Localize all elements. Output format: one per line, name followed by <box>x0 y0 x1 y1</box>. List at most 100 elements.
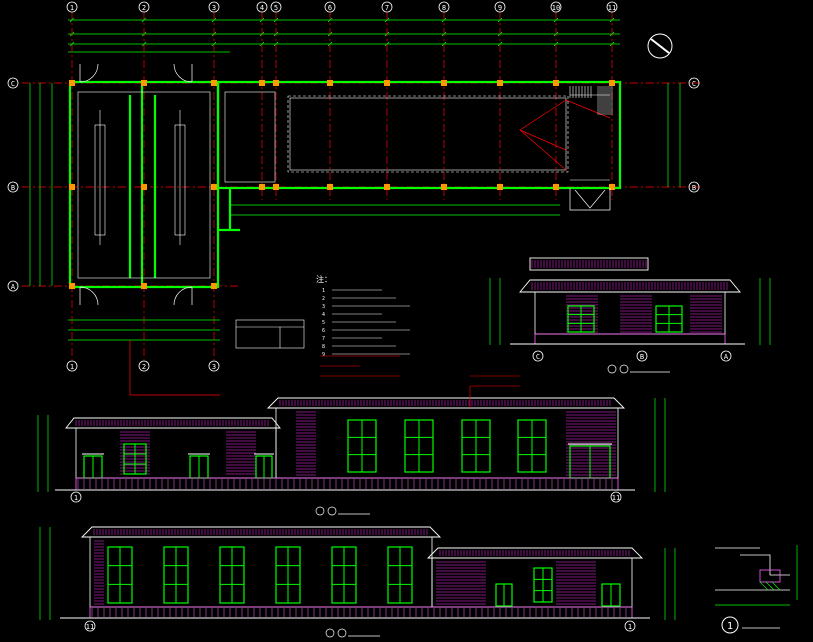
column-mark <box>497 184 503 190</box>
axis-label: 3 <box>212 4 216 12</box>
axis-bubble-icon: 11 <box>84 620 96 632</box>
plan-inner-lines <box>77 91 610 279</box>
axis-bubble-circle <box>66 360 78 372</box>
detail-section: 1 <box>715 545 798 634</box>
side-elev-main-roof-hatch <box>531 282 728 290</box>
axis-bubble-circle <box>494 1 506 13</box>
note-number: 1 <box>322 288 325 294</box>
axis-label: 1 <box>70 363 74 371</box>
axis-label: 2 <box>142 4 146 12</box>
note-number: 4 <box>322 312 325 318</box>
axis-bubble-icon: B <box>7 181 19 193</box>
front-elev-title <box>315 506 370 516</box>
front-elev-high-roof-hatch <box>279 400 611 406</box>
column-mark <box>609 80 615 86</box>
plan-door-swings <box>79 63 611 306</box>
axis-label: 7 <box>385 4 389 12</box>
back-elev-cladding <box>94 540 596 605</box>
window <box>219 546 245 604</box>
axis-bubble-icon: 2 <box>138 1 150 13</box>
axis-label: B <box>640 353 644 361</box>
axis-bubble-icon: C <box>7 77 19 89</box>
column-mark <box>497 80 503 86</box>
front-elev-dims <box>37 398 666 492</box>
north-arrow-icon <box>647 33 673 59</box>
axis-label: 5 <box>274 4 278 12</box>
note-number: 8 <box>322 344 325 350</box>
column-mark <box>69 184 75 190</box>
detail-number: 1 <box>727 621 733 632</box>
window <box>567 305 595 333</box>
plan-red-leader <box>129 340 220 396</box>
axis-bubble-icon: 1 <box>624 620 636 632</box>
axis-label: 8 <box>442 4 446 12</box>
window <box>275 546 301 604</box>
axis-label: 4 <box>260 4 264 12</box>
plan-axis-bubbles-right: CB <box>688 77 700 193</box>
front-elev-windows <box>123 419 547 475</box>
window <box>404 419 434 473</box>
window <box>331 546 357 604</box>
column-mark <box>553 184 559 190</box>
axis-label: 2 <box>142 363 146 371</box>
front-elev-cladding <box>120 411 616 476</box>
axis-label: B <box>692 184 696 192</box>
note-number: 3 <box>322 304 325 310</box>
back-elev-base-hatch <box>91 608 627 617</box>
axis-bubble-icon: C <box>688 77 700 89</box>
back-elev-doors <box>495 583 621 607</box>
note-number: 7 <box>322 336 325 342</box>
column-mark <box>141 283 147 289</box>
plan-top-dimensions <box>68 19 620 53</box>
axis-bubble-circle <box>381 1 393 13</box>
side-elev-upper-roof <box>529 257 649 271</box>
axis-bubble-circle <box>208 1 220 13</box>
plan-bottom-dimensions <box>68 204 560 341</box>
axis-label: A <box>11 283 16 291</box>
axis-bubble-circle <box>438 1 450 13</box>
back-elev-dims <box>39 527 676 620</box>
plan-left-dimensions <box>29 83 53 286</box>
axis-bubble-circle <box>138 360 150 372</box>
axis-bubble-circle <box>256 1 268 13</box>
column-mark <box>609 184 615 190</box>
notes-red-lines <box>320 355 400 377</box>
front-elev-base-hatch <box>77 479 613 489</box>
axis-bubble-icon: 4 <box>256 1 268 13</box>
axis-bubble-circle <box>688 181 700 193</box>
axis-bubble-circle <box>532 350 544 362</box>
axis-bubble-icon: 1 <box>66 1 78 13</box>
window <box>517 419 547 473</box>
axis-bubble-icon: C <box>532 350 544 362</box>
axis-bubble-circle <box>688 77 700 89</box>
axis-label: C <box>11 80 15 88</box>
note-number: 2 <box>322 296 325 302</box>
back-elev-high-roof-hatch <box>93 529 428 535</box>
axis-bubble-icon: 8 <box>438 1 450 13</box>
window <box>461 419 491 473</box>
plan-axis-bubbles-left: C B A <box>7 77 19 292</box>
column-mark <box>384 184 390 190</box>
detail-title-mark: 1 <box>721 616 780 634</box>
axis-bubble-icon: B <box>636 350 648 362</box>
window <box>123 443 147 475</box>
plan-right-dimensions <box>667 83 681 187</box>
axis-bubble-circle <box>208 360 220 372</box>
side-elev-upper-roof-hatch <box>531 260 647 268</box>
front-elev-red-callout <box>469 375 520 408</box>
column-mark <box>69 80 75 86</box>
window <box>533 567 553 603</box>
column-mark <box>259 184 265 190</box>
detail-hatch <box>759 581 781 591</box>
front-elev-low-roof-hatch <box>75 420 269 426</box>
back-elev-low-roof-hatch <box>439 550 630 556</box>
axis-label: 11 <box>86 623 94 631</box>
